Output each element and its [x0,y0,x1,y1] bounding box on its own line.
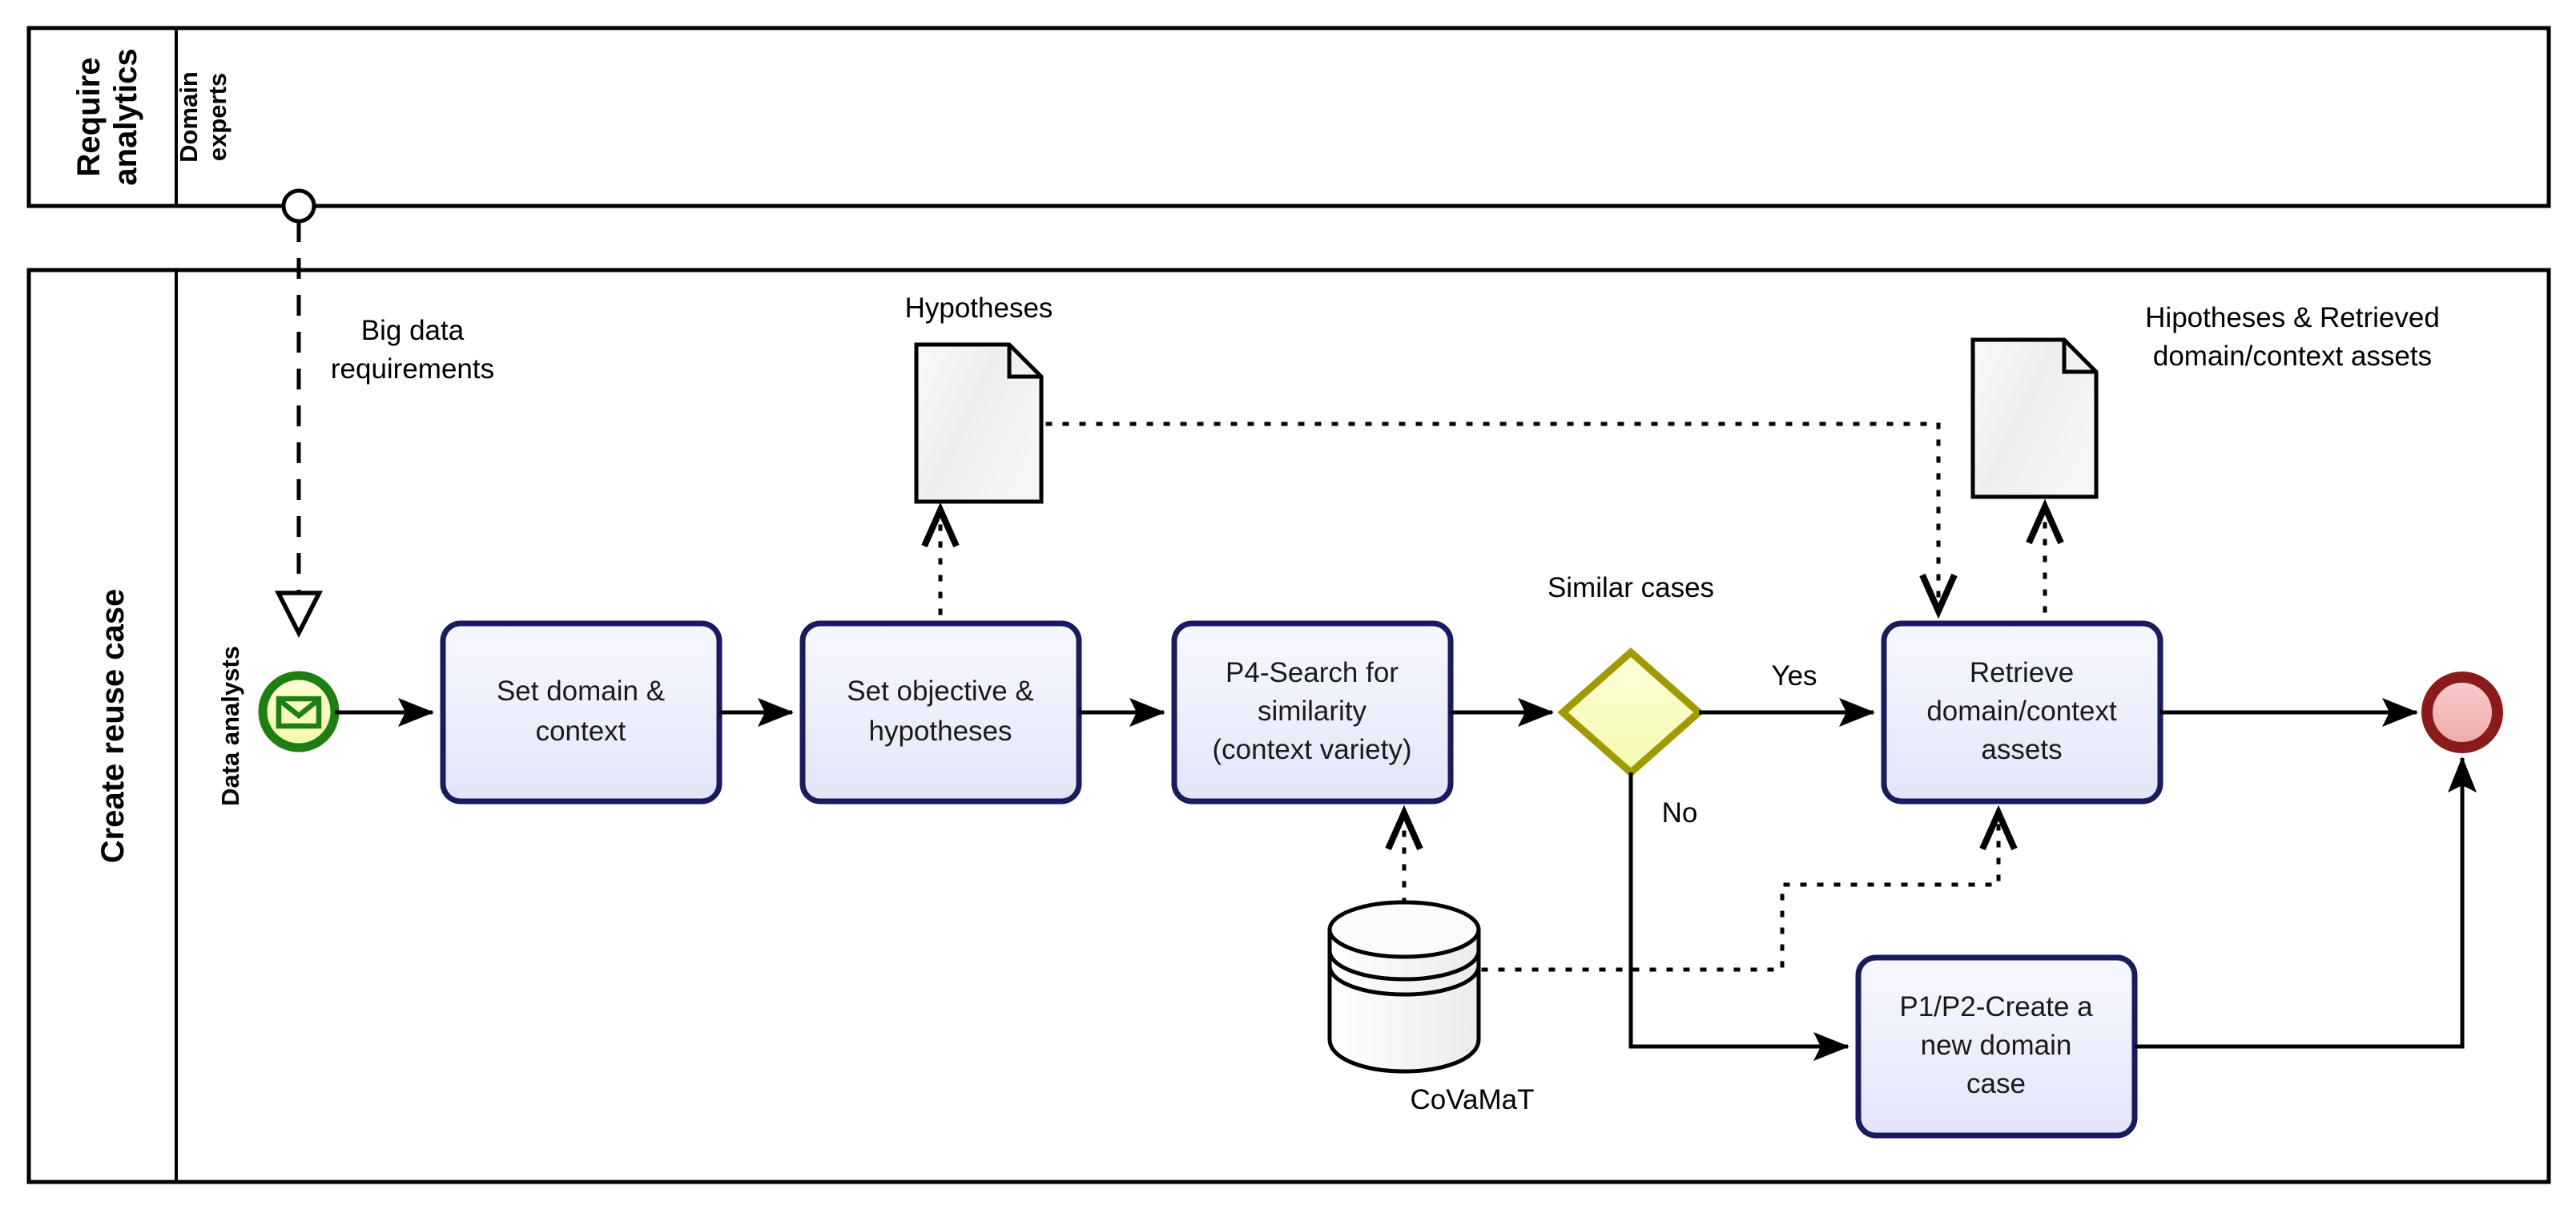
message-flow-big-data-requirements[interactable]: Big data requirements [275,188,494,639]
datastore-covamat[interactable]: CoVaMaT [1327,805,2018,1115]
data-hypotheses[interactable]: Hypotheses [905,292,1958,619]
data-hipotheses-retrieved-fold-icon [2062,340,2096,374]
pool-require-analytics[interactable]: Require analytics Domain experts [26,26,2551,208]
lane-domain-experts[interactable]: Domain experts [175,71,231,163]
gateway-flow-yes-label: Yes [1771,660,1817,692]
data-hipotheses-retrieved-document-icon[interactable] [1970,337,2099,499]
task-p1p2-create-domain-case-label-line3: case [1966,1068,2026,1099]
lane-data-analysts[interactable]: Data analysts [216,646,244,806]
message-flow-label-line2: requirements [331,353,494,385]
task-p4-search-similarity-label-line3: (context variety) [1213,734,1412,765]
gateway-similar-cases-label: Similar cases [1548,572,1714,603]
task-p1p2-create-domain-case-label-line2: new domain [1921,1030,2072,1061]
task-set-objective-hypotheses-label-line2: hypotheses [868,716,1012,747]
datastore-covamat-label: CoVaMaT [1411,1084,1535,1115]
lane-domain-experts-label-line2: experts [203,73,231,161]
sequence-flows [335,698,2477,1061]
data-hypotheses-fold-icon [1007,345,1041,379]
data-hipotheses-retrieved[interactable]: Hipotheses & Retrieved domain/context as… [1970,302,2440,613]
envelope-icon [276,696,322,729]
pool-require-analytics-label-line2: analytics [108,48,143,185]
task-set-domain-context-label-line2: context [536,716,626,747]
start-event-circle[interactable] [258,671,340,752]
assoc-hypotheses-to-retrieve [1045,421,1958,619]
pool-require-analytics-border [26,26,2551,208]
task-retrieve-assets-label-line2: domain/context [1926,696,2117,727]
datastore-covamat-cylinder-icon[interactable] [1327,900,1481,1074]
task-set-objective-hypotheses[interactable]: Set objective & hypotheses [799,620,1082,805]
task-p4-search-similarity-label-line2: similarity [1258,696,1367,727]
data-hypotheses-document-icon[interactable] [914,342,1044,504]
end-event[interactable] [2421,672,2503,753]
task-set-domain-context-box[interactable] [440,620,722,805]
task-set-domain-context-label-line1: Set domain & [497,676,665,707]
data-hypotheses-label: Hypotheses [905,292,1053,324]
data-hipotheses-retrieved-label-line1: Hipotheses & Retrieved [2145,302,2440,333]
end-event-circle[interactable] [2421,672,2503,753]
flow-gateway-no-to-create-case [1628,772,1849,1061]
task-p1p2-create-domain-case-label-line1: P1/P2-Create a [1899,991,2093,1022]
start-event[interactable] [258,671,340,752]
task-set-objective-hypotheses-box[interactable] [799,620,1082,805]
data-hipotheses-retrieved-label-line2: domain/context assets [2153,341,2432,372]
pool-create-reuse-case-label: Create reuse case [95,589,131,863]
gateway-flow-no-label: No [1662,797,1698,829]
flow-create-case-to-end [2135,756,2477,1049]
task-set-domain-context[interactable]: Set domain & context [440,620,722,805]
gateway-similar-cases[interactable]: Similar cases No Yes [1548,572,1817,829]
assoc-covamat-to-retrieve [1481,805,2018,972]
task-p4-search-similarity-label-line1: P4-Search for [1226,657,1399,688]
message-throw-event-circle-icon[interactable] [281,188,316,224]
lane-data-analysts-label: Data analysts [216,646,244,806]
pool-require-analytics-label-line1: Require [71,58,107,177]
task-retrieve-assets-label-line1: Retrieve [1970,657,2074,688]
task-retrieve-assets-label-line3: assets [1981,734,2062,765]
lane-domain-experts-label-line1: Domain [175,71,203,163]
task-set-objective-hypotheses-label-line1: Set objective & [847,676,1033,707]
task-retrieve-assets[interactable]: Retrieve domain/context assets [1881,620,2163,805]
message-flow-label-line1: Big data [361,315,465,346]
task-p4-search-similarity[interactable]: P4-Search for similarity (context variet… [1171,620,1454,805]
task-p1p2-create-domain-case[interactable]: P1/P2-Create a new domain case [1855,954,2138,1139]
